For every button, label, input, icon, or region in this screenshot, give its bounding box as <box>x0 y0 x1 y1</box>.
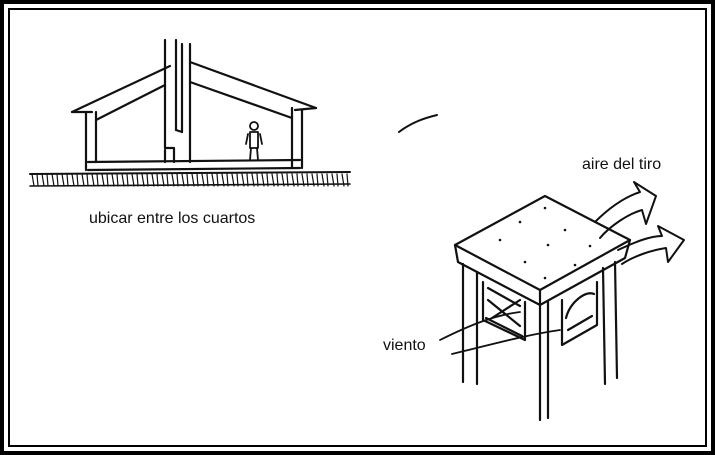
exhaust-arrows <box>594 181 685 265</box>
wind-tower-sketch <box>439 181 685 422</box>
person-figure <box>245 121 263 161</box>
caption-room-placement: ubicar entre los cuartos <box>89 210 256 227</box>
label-wind: viento <box>383 337 426 354</box>
ground-hatching <box>29 171 351 187</box>
label-exhaust-air: aire del tiro <box>582 156 662 173</box>
wind-leaders <box>439 311 561 355</box>
ground-hatch-lines <box>31 173 349 187</box>
stray-stroke <box>398 114 438 133</box>
cap-dots <box>498 206 592 280</box>
house-section-sketch <box>29 38 351 187</box>
